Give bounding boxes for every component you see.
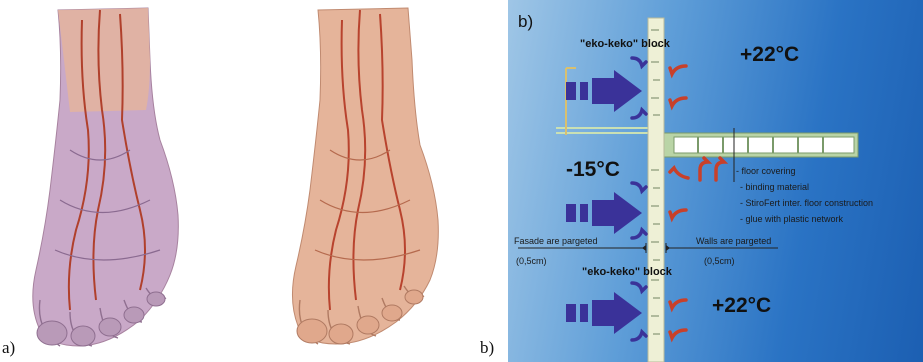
floor-layer-2: - binding material — [740, 182, 809, 192]
foot-left-illustration — [33, 8, 179, 346]
blue-hooks — [632, 58, 646, 340]
walls-note-line2: (0,5cm) — [704, 256, 735, 266]
floor-layer-4: - glue with plastic network — [740, 214, 843, 224]
temp-inside-top: +22°C — [740, 43, 799, 67]
foot-illustrations — [0, 0, 505, 362]
figure-label-a: a) — [2, 338, 15, 358]
blue-arrows — [566, 70, 642, 334]
block-label-top: "eko-keko" block — [580, 38, 670, 50]
bracket-line — [566, 68, 576, 135]
block-label-bottom: "eko-keko" block — [582, 266, 672, 278]
foot-right-illustration — [292, 8, 438, 344]
floor-left-edge — [556, 128, 648, 133]
floor-layer-1: - floor covering — [736, 166, 796, 176]
figure-label-b: b) — [480, 338, 494, 358]
fasade-note-line1: Fasade are pargeted — [514, 236, 598, 246]
panel-b-corner-label: b) — [518, 12, 533, 32]
temp-outside: -15°C — [566, 158, 620, 182]
walls-note-line1: Walls are pargeted — [696, 236, 771, 246]
fasade-note-line2: (0,5cm) — [516, 256, 547, 266]
floor-layer-3: - StiroFert inter. floor construction — [740, 198, 873, 208]
eko-keko-wall — [648, 18, 664, 362]
floor-hollow-section — [674, 137, 854, 153]
wall-section-diagram: b) "eko-keko" block "eko-keko" block +22… — [508, 0, 923, 362]
temp-inside-bottom: +22°C — [712, 294, 771, 318]
